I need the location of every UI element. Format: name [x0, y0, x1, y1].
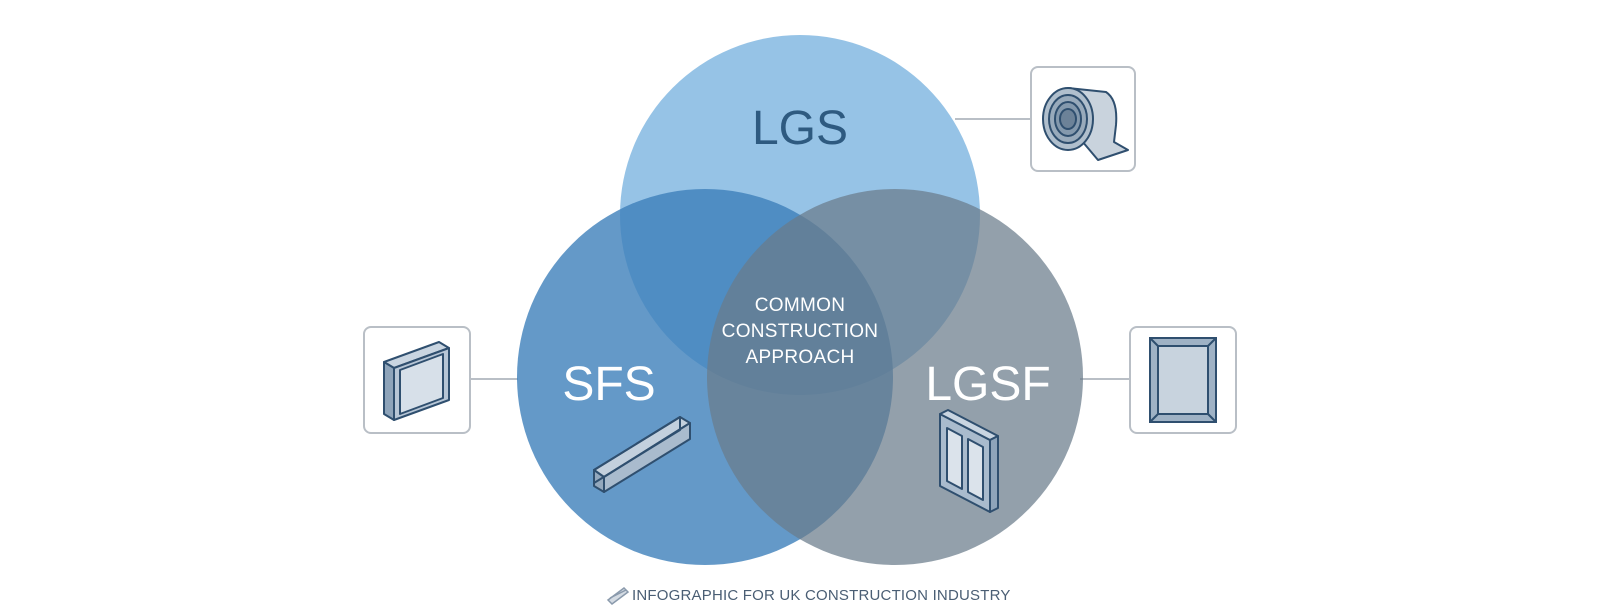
center-label-line-1: COMMON: [755, 295, 845, 316]
window-frame-icon: [939, 409, 999, 513]
circle-label-lgsf: LGSF: [925, 358, 1050, 411]
circle-label-lgs: LGS: [752, 102, 848, 155]
icon-box-sfs: [363, 326, 471, 434]
steel-coil-icon: [1042, 87, 1129, 161]
steel-channel-icon: [593, 416, 691, 493]
center-label-line-3: APPROACH: [745, 347, 854, 368]
footer-caption: INFOGRAPHIC FOR UK CONSTRUCTION INDUSTRY: [632, 587, 1011, 604]
steel-frame-panel-icon: [1149, 337, 1217, 423]
icon-box-lgsf: [1129, 326, 1237, 434]
icon-box-lgs: [1030, 66, 1136, 172]
footer: INFOGRAPHIC FOR UK CONSTRUCTION INDUSTRY: [606, 587, 1011, 605]
center-label-line-2: CONSTRUCTION: [722, 321, 879, 342]
c-section-profile-icon: [383, 341, 450, 421]
circle-label-sfs: SFS: [562, 358, 655, 411]
pencil-icon: [606, 587, 630, 605]
